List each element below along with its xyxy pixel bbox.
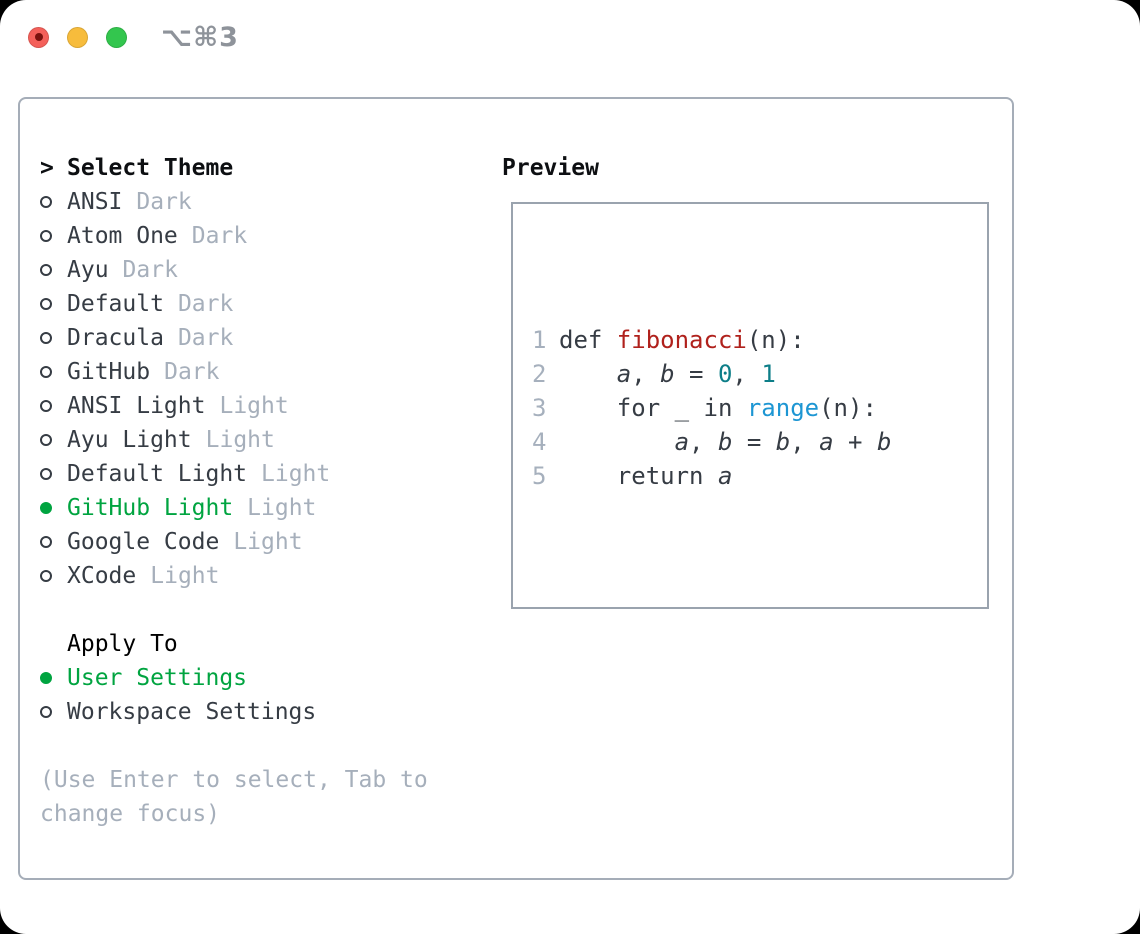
theme-variant-label: Dark	[191, 223, 248, 249]
apply-to-heading: Apply To	[67, 631, 178, 657]
theme-variant-label: Dark	[177, 291, 234, 317]
theme-option-default[interactable]: Default Dark	[40, 287, 490, 321]
radio-icon	[40, 570, 52, 582]
theme-variant-label: Light	[261, 461, 331, 487]
close-button[interactable]	[28, 26, 49, 48]
titlebar: ⌥⌘3	[28, 22, 239, 53]
theme-option-github[interactable]: GitHub Dark	[40, 355, 490, 389]
theme-option-ayu-light[interactable]: Ayu Light Light	[40, 423, 490, 457]
apply-option-label: Workspace Settings	[67, 699, 317, 725]
apply-option-label: User Settings	[67, 665, 248, 691]
theme-variant-label: Dark	[164, 359, 220, 385]
line-number: 1	[532, 326, 547, 354]
line-number: 3	[532, 394, 547, 422]
radio-icon	[40, 672, 52, 684]
theme-variant-label: Dark	[122, 257, 178, 283]
theme-name-label: XCode	[67, 563, 137, 589]
select-theme-heading-row: > Select Theme	[40, 151, 490, 185]
zoom-button[interactable]	[106, 26, 127, 48]
radio-icon	[40, 400, 52, 412]
theme-variant-label: Light	[150, 563, 220, 589]
code-line: 5 return a	[532, 459, 987, 493]
theme-variant-label: Light	[219, 393, 289, 419]
theme-option-ansi-light[interactable]: ANSI Light Light	[40, 389, 490, 423]
theme-name-label: ANSI	[67, 189, 123, 215]
radio-icon	[40, 332, 52, 344]
keyboard-hint: (Use Enter to select, Tab to change focu…	[40, 767, 428, 827]
theme-variant-label: Dark	[177, 325, 234, 351]
radio-icon	[40, 434, 52, 446]
radio-icon	[40, 706, 52, 718]
theme-option-default-light[interactable]: Default Light Light	[40, 457, 490, 491]
theme-variant-label: Light	[247, 495, 317, 521]
theme-name-label: ANSI Light	[67, 393, 206, 419]
theme-name-label: Default Light	[67, 461, 248, 487]
radio-icon	[40, 196, 52, 208]
minimize-button[interactable]	[67, 26, 88, 48]
theme-option-ayu[interactable]: Ayu Dark	[40, 253, 490, 287]
theme-name-label: Atom One	[67, 223, 178, 249]
prompt-caret-icon: >	[40, 155, 54, 181]
radio-icon	[40, 264, 52, 276]
code-line: 4 a, b = b, a + b	[532, 425, 987, 459]
theme-option-atom-one[interactable]: Atom One Dark	[40, 219, 490, 253]
window-title-shortcut: ⌥⌘3	[161, 21, 239, 53]
theme-option-dracula[interactable]: Dracula Dark	[40, 321, 490, 355]
line-number: 5	[532, 462, 547, 490]
radio-icon	[40, 502, 52, 514]
radio-icon	[40, 366, 52, 378]
spacer	[40, 593, 490, 627]
apply-option-user-settings[interactable]: User Settings	[40, 661, 490, 695]
radio-icon	[40, 468, 52, 480]
theme-option-google-code[interactable]: Google Code Light	[40, 525, 490, 559]
line-number: 4	[532, 428, 547, 456]
select-theme-heading: Select Theme	[67, 155, 234, 181]
theme-option-xcode[interactable]: XCode Light	[40, 559, 490, 593]
line-number: 2	[532, 360, 547, 388]
theme-name-label: Default	[67, 291, 164, 317]
code-line: 2 a, b = 0, 1	[532, 357, 987, 391]
theme-variant-label: Light	[205, 427, 275, 453]
theme-option-github-light[interactable]: GitHub Light Light	[40, 491, 490, 525]
theme-name-label: GitHub Light	[67, 495, 234, 521]
radio-icon	[40, 230, 52, 242]
radio-icon	[40, 298, 52, 310]
theme-name-label: GitHub	[67, 359, 151, 385]
radio-icon	[40, 536, 52, 548]
apply-option-workspace-settings[interactable]: Workspace Settings	[40, 695, 490, 729]
theme-name-label: Ayu	[67, 257, 109, 283]
theme-name-label: Ayu Light	[67, 427, 192, 453]
spacer	[40, 729, 490, 763]
theme-variant-label: Light	[233, 529, 303, 555]
apply-to-heading-row: Apply To	[40, 627, 490, 661]
theme-name-label: Dracula	[67, 325, 164, 351]
preview-heading: Preview	[502, 155, 599, 181]
theme-name-label: Google Code	[67, 529, 220, 555]
theme-variant-label: Dark	[136, 189, 192, 215]
blank-line	[532, 561, 987, 595]
theme-option-ansi[interactable]: ANSI Dark	[40, 185, 490, 219]
code-line: 3 for _ in range(n):	[532, 391, 987, 425]
